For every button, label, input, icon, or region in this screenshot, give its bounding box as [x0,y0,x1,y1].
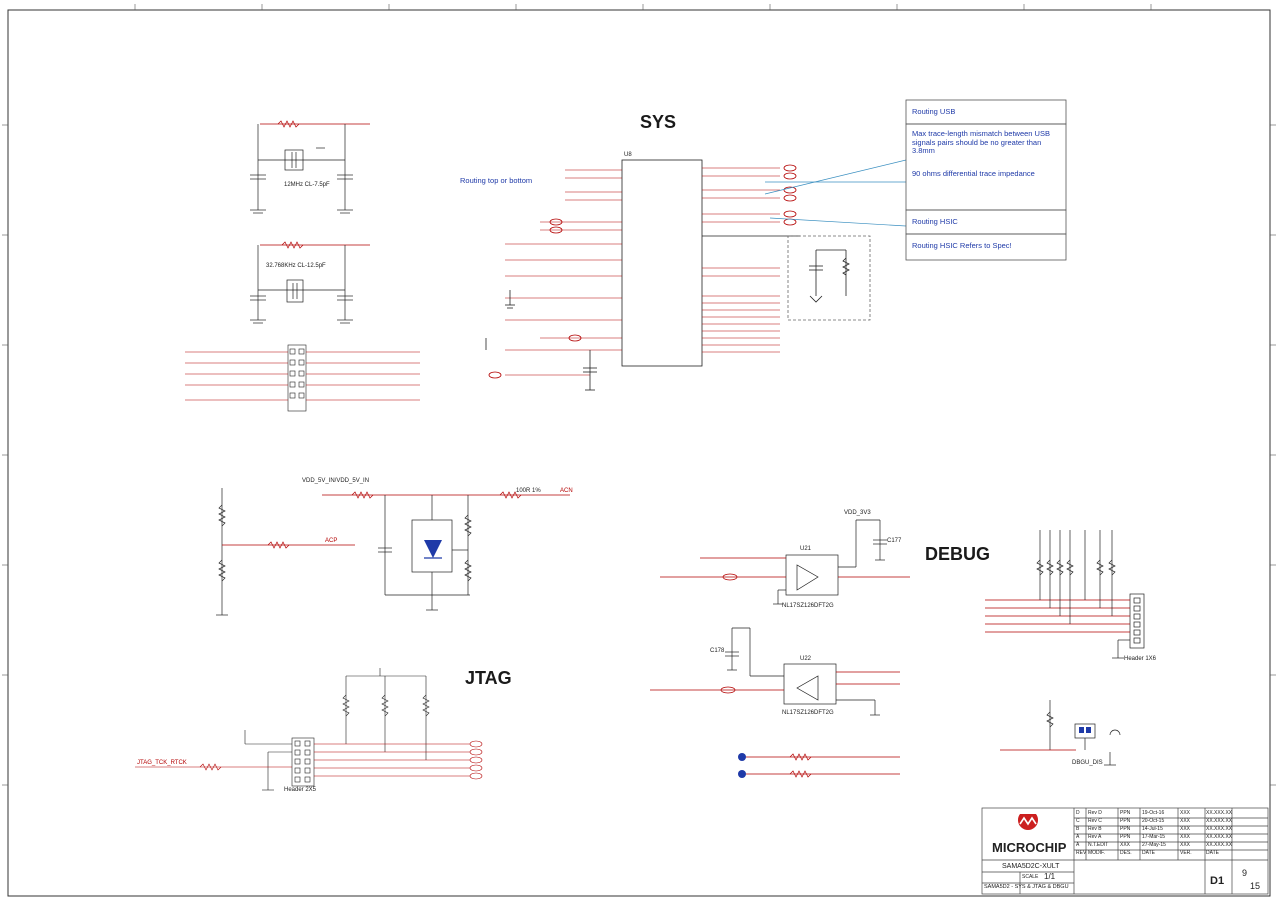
board-name: SAMA5D2C-XULT [1002,863,1060,870]
revision-cell: N.T.EDIT [1088,842,1109,848]
revision-cell: C [1076,818,1080,824]
dbgu-dis-label: DBGU_DIS [1072,760,1103,766]
revision-cell: XXX [1120,842,1131,848]
net-acn: ACN [560,488,573,494]
debug-buffer-u21 [660,519,910,605]
crystal-32k-circuit [250,241,370,324]
revision-cell: Rev A [1088,834,1102,840]
crystal-y4-label: 12MHz CL-7.5pF [284,182,330,188]
header-j2-label: Header 2X5 [284,787,317,793]
scale-value: 1/1 [1044,872,1056,881]
microchip-logo-icon [1018,814,1038,830]
current-sense-circuit [216,488,570,616]
revision-cell: Rev D [1088,810,1102,816]
revision-cell: DES. [1120,850,1132,856]
revision-cell: XXX [1180,810,1191,816]
revision-cell: PPN [1120,834,1131,840]
note-routing-hsic-body: Routing HSIC Refers to Spec! [912,241,1012,250]
revision-cell: REV [1076,850,1087,856]
revision-cell: XXX [1180,826,1191,832]
section-title-sys: SYS [640,112,677,132]
revision-cell: XX.XXX.XX [1206,834,1233,840]
header-j2-left [185,344,420,412]
revision-cell: XX.XXX.XX [1206,818,1233,824]
revision-cell: MODIF. [1088,850,1105,856]
vdd-3v3-label: VDD_3V3 [844,510,871,516]
note-routing-usb-impedance: 90 ohms differential trace impedance [912,169,1035,178]
scale-label: SCALE [1022,874,1039,880]
revision-cell: D [1076,810,1080,816]
revision-cell: XX.XXX.XX [1206,842,1233,848]
revision-cell: VER. [1180,850,1192,856]
note-routing-hsic-title: Routing HSIC [912,217,958,226]
crystal-12mhz-circuit [250,120,370,214]
revision-cell: XXX [1180,842,1191,848]
note-routing-usb-body: Max trace-length mismatch between USB si… [912,129,1050,155]
revision-cell: XX.XXX.XX [1206,810,1233,816]
revision-cell: XXX [1180,834,1191,840]
revision-cell: B [1076,826,1080,832]
revision-cell: PPN [1120,818,1131,824]
ic-u8-ref: U8 [624,152,632,158]
diode-symbol [424,540,442,558]
header-j1 [985,530,1145,659]
revision-cell: 19-Oct-16 [1142,810,1165,816]
u22-part: NL17SZ126DFT2G [782,710,834,716]
revision-cell: PPN [1120,826,1131,832]
u21-ref: U21 [800,546,812,552]
section-title-jtag: JTAG [465,668,512,688]
revision-cell: 17-Mar-15 [1142,834,1166,840]
header-j1-label: Header 1X6 [1124,656,1157,662]
net-jtag-tck: JTAG_TCK_RTCK [137,760,187,766]
r148-label: 100R 1% [516,488,541,494]
revision-cell: XXX [1180,818,1191,824]
company-name: MICROCHIP [992,840,1067,855]
crystal-y1-label: 32.768KHz CL-12.5pF [266,263,326,269]
revision-cell: XX.XXX.XX [1206,826,1233,832]
revision-cell: DATE [1142,850,1155,856]
c177-label: C177 [887,538,902,544]
u21-part: NL17SZ126DFT2G [782,603,834,609]
page-total: 15 [1250,881,1261,891]
c178-label: C178 [710,648,725,654]
revision-cell: 14-Jul-15 [1142,826,1163,832]
note-routing-usb-title: Routing USB [912,107,956,116]
revision-cell: 20-Oct-15 [1142,818,1165,824]
revision-cell: Rev C [1088,818,1102,824]
jumper-jp2 [1000,700,1121,766]
jtag-header-j11 [135,668,483,791]
revision-cell: 27-May-15 [1142,842,1166,848]
revision-cell: A [1076,842,1080,848]
debug-buffer-u22 [650,627,900,716]
note-routing-top-bottom: Routing top or bottom [460,176,533,185]
sys-ic-u8 [485,159,907,391]
test-points [742,753,900,778]
revision-cell: A [1076,834,1080,840]
page-number: 9 [1242,868,1248,878]
title-block-lines [981,807,1269,895]
vdd-5v-label: VDD_5V_IN/VDD_5V_IN [302,478,370,484]
sheet-size: D1 [1210,875,1225,887]
sheet-title: SAMA5D2 - SYS & JTAG & DBGU [984,884,1069,890]
section-title-debug: DEBUG [925,544,991,564]
revision-cell: PPN [1120,810,1131,816]
revision-cell: DATE [1206,850,1219,856]
revision-cell: Rev B [1088,826,1102,832]
u22-ref: U22 [800,656,812,662]
net-acp: ACP [325,538,338,544]
